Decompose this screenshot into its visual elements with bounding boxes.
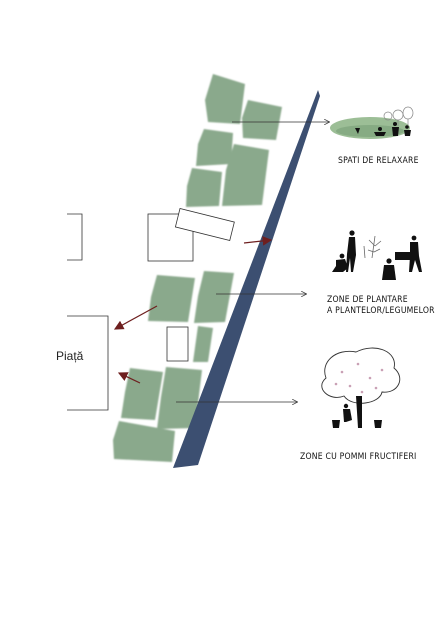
label-relax-spaces: SPATI DE RELAXARE [338, 156, 419, 166]
left-boundary-bracket [67, 213, 83, 261]
market-outline [67, 315, 109, 411]
market-label: Piață [56, 349, 84, 363]
planting-illustration [332, 230, 422, 280]
garden-plot-9 [121, 368, 163, 420]
garden-plot-1 [205, 74, 245, 124]
label-planting-zones: ZONE DE PLANTARE A PLANTELOR/LEGUMELOR [327, 295, 435, 316]
small-structure-outline [166, 326, 189, 362]
fruit-tree-illustration [321, 347, 401, 428]
garden-plot-5 [186, 168, 222, 207]
garden-plot-10 [157, 367, 202, 429]
relax-illustration [330, 106, 414, 139]
label-planting-line-1: ZONE DE PLANTARE [327, 295, 408, 305]
walking-path [173, 90, 320, 468]
access-arrow-to-market-2 [117, 372, 141, 384]
access-arrow-to-market-1 [113, 305, 158, 330]
label-planting-line-2: A PLANTELOR/LEGUMELOR [327, 305, 435, 316]
garden-plot-2 [242, 100, 282, 140]
garden-plot-4 [222, 144, 269, 206]
garden-plot-7 [194, 271, 234, 323]
garden-plot-11 [113, 421, 175, 462]
garden-plot-8 [193, 326, 213, 362]
garden-plot-3 [196, 129, 233, 166]
shed-outline [174, 208, 235, 241]
garden-plot-6 [148, 275, 195, 322]
label-fruit-tree-zones: ZONE CU POMMI FRUCTIFERI [300, 452, 417, 462]
access-arrow-east [243, 236, 273, 246]
